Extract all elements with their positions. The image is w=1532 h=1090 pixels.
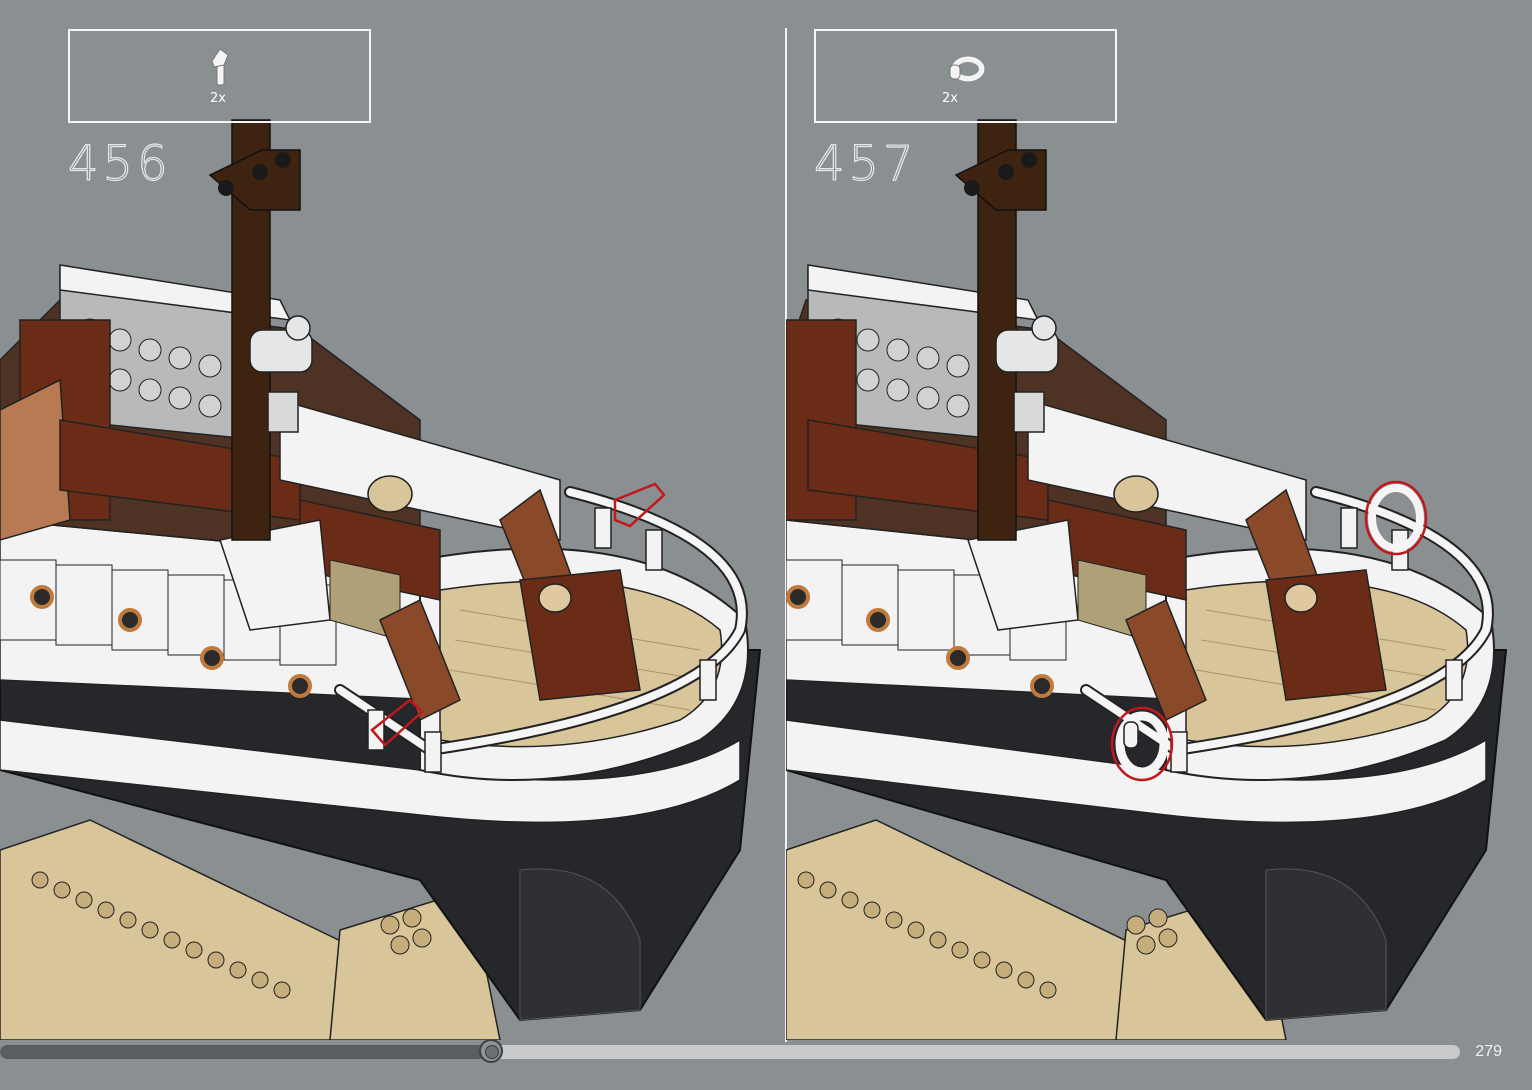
step-number: 457 — [814, 136, 918, 192]
page-progress-slider[interactable] — [0, 1045, 1460, 1059]
parts-callout: 2x — [68, 29, 371, 123]
part-quantity: 2x — [942, 91, 958, 106]
step-number: 456 — [68, 136, 172, 192]
page-number: 279 — [1475, 1043, 1502, 1061]
progress-fill — [0, 1045, 491, 1059]
progress-slider-handle[interactable] — [479, 1039, 503, 1063]
step-457-page: 2x 457 — [786, 0, 1532, 1040]
pin-icon — [200, 45, 240, 89]
step-456-page: 2x 456 — [0, 0, 766, 1040]
part-quantity: 2x — [210, 91, 226, 106]
ring-icon — [946, 45, 986, 89]
parts-callout: 2x — [814, 29, 1117, 123]
